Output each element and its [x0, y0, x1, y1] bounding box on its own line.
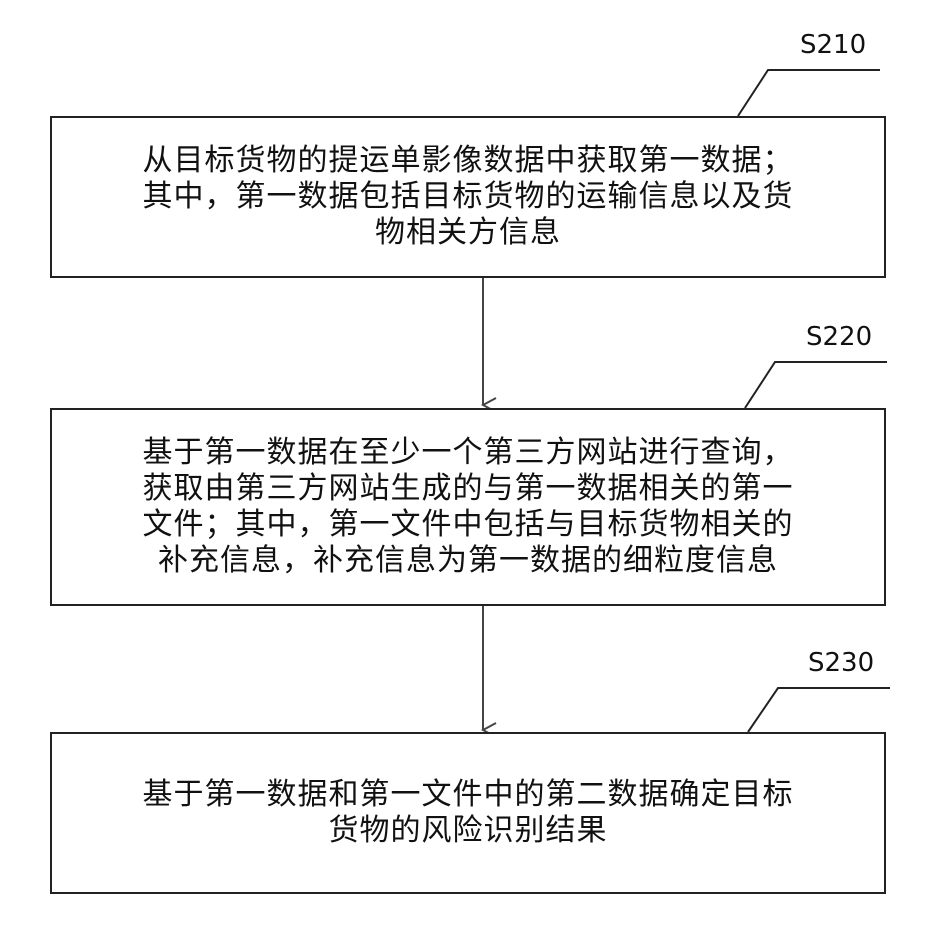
step-label-s230: S230	[808, 648, 874, 678]
step-text-line: 其中，第一数据包括目标货物的运输信息以及货	[143, 179, 794, 215]
step-text-line: 补充信息，补充信息为第一数据的细粒度信息	[158, 543, 778, 579]
step-text-line: 从目标货物的提运单影像数据中获取第一数据；	[143, 143, 794, 179]
step-text-line: 获取由第三方网站生成的与第一数据相关的第一	[143, 471, 794, 507]
s220-leader-line	[745, 362, 887, 408]
step-text-line: 基于第一数据在至少一个第三方网站进行查询，	[143, 435, 794, 471]
step-text-line: 文件；其中，第一文件中包括与目标货物相关的	[143, 507, 794, 543]
step-text-line: 基于第一数据和第一文件中的第二数据确定目标	[143, 777, 794, 813]
step-box-s210: 从目标货物的提运单影像数据中获取第一数据； 其中，第一数据包括目标货物的运输信息…	[50, 116, 886, 278]
s210-leader-line	[738, 70, 880, 116]
s230-leader-line	[748, 688, 890, 732]
step-text-line: 货物的风险识别结果	[329, 813, 608, 849]
step-text-line: 物相关方信息	[375, 215, 561, 251]
step-box-s220: 基于第一数据在至少一个第三方网站进行查询， 获取由第三方网站生成的与第一数据相关…	[50, 408, 886, 606]
step-label-s220: S220	[806, 322, 872, 352]
step-box-s230: 基于第一数据和第一文件中的第二数据确定目标 货物的风险识别结果	[50, 732, 886, 894]
step-label-s210: S210	[800, 30, 866, 60]
